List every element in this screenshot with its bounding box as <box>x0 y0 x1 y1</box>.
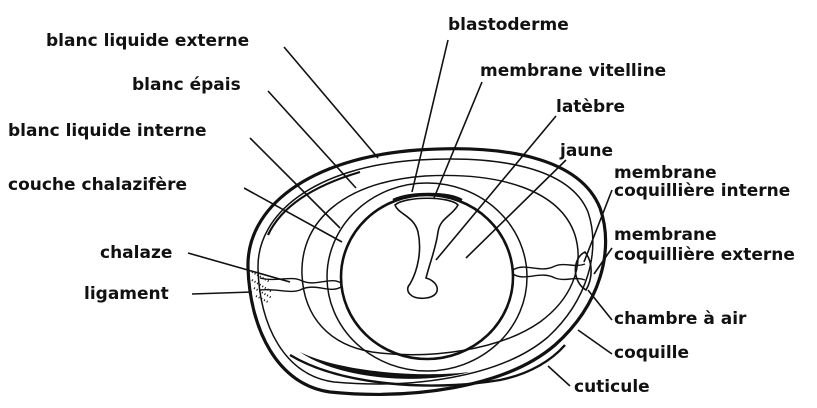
labels: blanc liquide externe blanc épais blanc … <box>8 15 795 397</box>
leader-cuticule <box>548 366 570 386</box>
leader-coquille <box>578 330 612 354</box>
label-membrane-coquilliere-interne-1: membrane <box>614 163 717 183</box>
label-blastoderme: blastoderme <box>448 15 569 35</box>
label-latebre: latèbre <box>556 97 625 117</box>
leader-blanc-liquide-externe <box>284 47 378 158</box>
chalaza-right <box>513 264 585 270</box>
chalaza-left <box>260 278 341 283</box>
latebra <box>395 198 458 298</box>
shell-shadow-top-left <box>268 172 360 235</box>
label-blanc-epais: blanc épais <box>132 75 241 95</box>
leader-ligament <box>192 292 252 294</box>
label-membrane-coquilliere-externe-1: membrane <box>614 225 717 245</box>
label-cuticule: cuticule <box>574 377 650 397</box>
leader-blanc-epais <box>268 91 356 188</box>
egg-drawing <box>248 149 606 395</box>
label-couche-chalazifere: couche chalazifère <box>8 175 187 195</box>
label-jaune: jaune <box>559 141 613 161</box>
label-blanc-liquide-externe: blanc liquide externe <box>46 31 249 51</box>
chalaza-left-2 <box>260 287 341 291</box>
leader-jaune <box>466 160 566 258</box>
label-membrane-coquilliere-externe-2: coquillière externe <box>614 245 795 265</box>
leader-blastoderme <box>412 40 448 192</box>
label-coquille: coquille <box>614 343 689 363</box>
leader-chambre-a-air <box>588 290 612 320</box>
leader-chalaze <box>188 253 290 282</box>
label-ligament: ligament <box>84 284 169 304</box>
label-membrane-coquilliere-interne-2: coquillière interne <box>614 181 790 201</box>
leader-lines <box>188 40 612 386</box>
label-blanc-liquide-interne: blanc liquide interne <box>8 121 207 141</box>
label-membrane-vitelline: membrane vitelline <box>480 61 666 81</box>
label-chambre-a-air: chambre à air <box>614 309 747 329</box>
leader-membrane-vitelline <box>434 82 482 198</box>
label-chalaze: chalaze <box>100 243 172 263</box>
